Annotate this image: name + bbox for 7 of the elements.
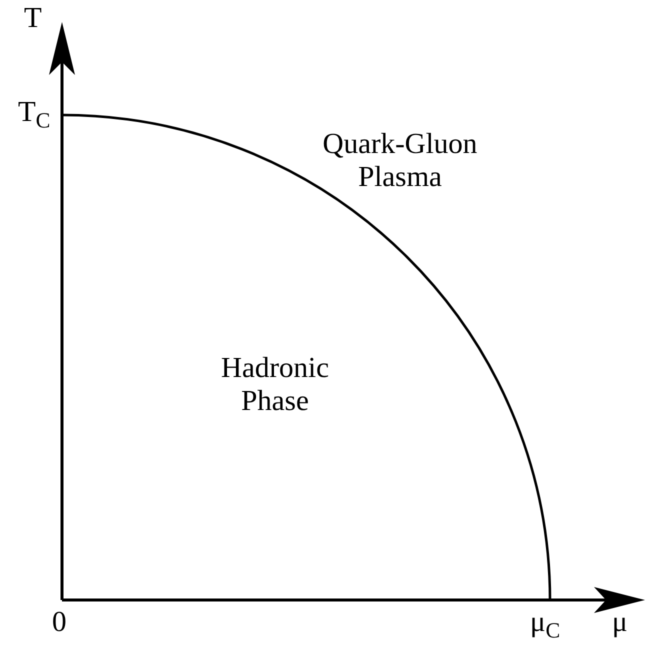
region-label: Quark-Gluon Plasma	[322, 128, 478, 195]
region-label: Hadronic Phase	[220, 352, 330, 419]
axis-label: T	[24, 2, 42, 36]
axis-tick-label: 0	[52, 606, 66, 640]
axis-tick-label: μ$_{C}$	[530, 606, 560, 644]
axis-tick-label: T$_{C}$	[18, 96, 50, 134]
axis-label: μ	[612, 606, 628, 640]
